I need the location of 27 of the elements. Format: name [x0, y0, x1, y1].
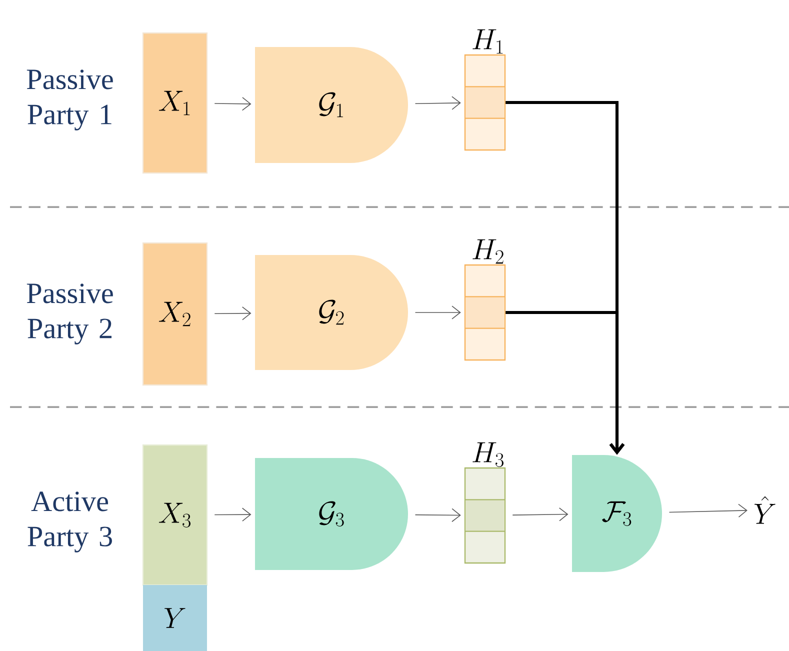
node-label: $H_3$: [472, 442, 504, 467]
arrow: [414, 508, 461, 522]
model-block: $\mathcal{G}_1$: [255, 47, 408, 163]
input-block: $X_1$: [142, 32, 208, 174]
embedding-vector: $H_2$: [464, 239, 506, 361]
input-block: $X_2$: [142, 242, 208, 386]
arrow: [214, 97, 252, 111]
embedding-vector: $H_1$: [464, 29, 506, 151]
party-label: Passive Party 2: [26, 284, 113, 344]
arrow: [214, 306, 252, 320]
arrow: [414, 96, 461, 110]
node-label: $H_1$: [472, 29, 503, 54]
input-block: $Y$: [143, 585, 207, 651]
model-block: $\mathcal{F}_3$: [572, 455, 662, 572]
embedding-vector: $H_3$: [464, 442, 506, 564]
model-block: $\mathcal{G}_3$: [255, 458, 408, 570]
node-label: $H_2$: [472, 239, 504, 264]
arrow: [668, 504, 748, 518]
input-block: $X_3$: [142, 444, 208, 586]
party-label: Active Party 3: [28, 492, 112, 552]
arrow: [512, 508, 568, 522]
model-block: $\mathcal{G}_2$: [255, 255, 408, 370]
arrow: [214, 508, 252, 522]
arrow: [414, 306, 461, 320]
party-label: Passive Party 1: [26, 70, 113, 130]
output-symbol: $\hat{Y}$: [754, 496, 776, 524]
arrow: [506, 310, 625, 455]
